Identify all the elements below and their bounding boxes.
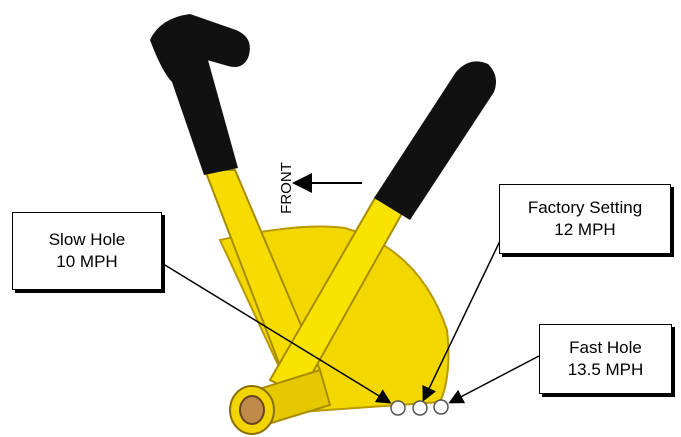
right-grip: [374, 61, 496, 220]
fast-leader-line: [451, 356, 539, 402]
factory-hole: [413, 401, 427, 415]
bushing-inner: [240, 396, 264, 424]
fast-hole-callout: Fast Hole 13.5 MPH: [539, 324, 672, 394]
fast-hole-speed: 13.5 MPH: [540, 359, 671, 381]
factory-setting-speed: 12 MPH: [500, 219, 670, 241]
left-grip: [150, 14, 250, 175]
front-direction-label: FRONT: [278, 158, 298, 218]
slow-hole-title: Slow Hole: [13, 229, 161, 251]
fast-hole-title: Fast Hole: [540, 337, 671, 359]
slow-hole: [391, 401, 405, 415]
slow-hole-callout: Slow Hole 10 MPH: [12, 212, 162, 290]
fast-hole: [434, 400, 448, 414]
slow-hole-speed: 10 MPH: [13, 251, 161, 273]
factory-setting-title: Factory Setting: [500, 197, 670, 219]
factory-setting-callout: Factory Setting 12 MPH: [499, 184, 671, 254]
